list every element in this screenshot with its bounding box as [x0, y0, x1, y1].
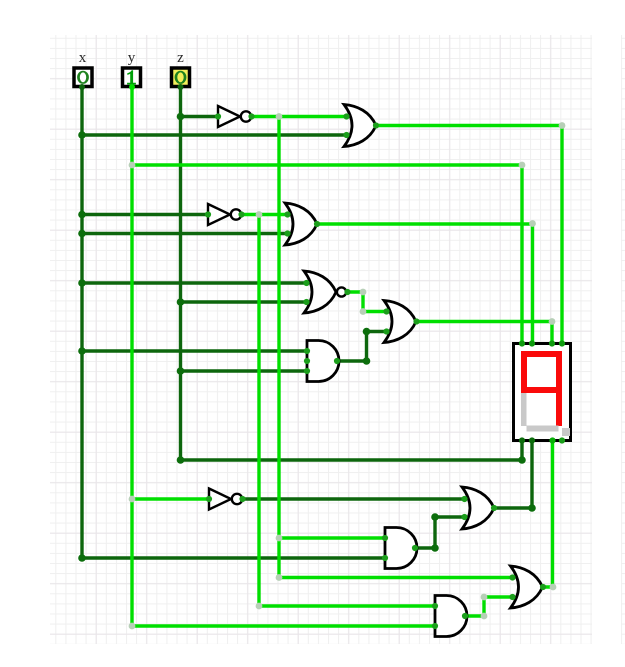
svg-text:z: z [177, 50, 184, 66]
svg-text:x: x [79, 50, 87, 66]
svg-text:y: y [128, 50, 136, 66]
